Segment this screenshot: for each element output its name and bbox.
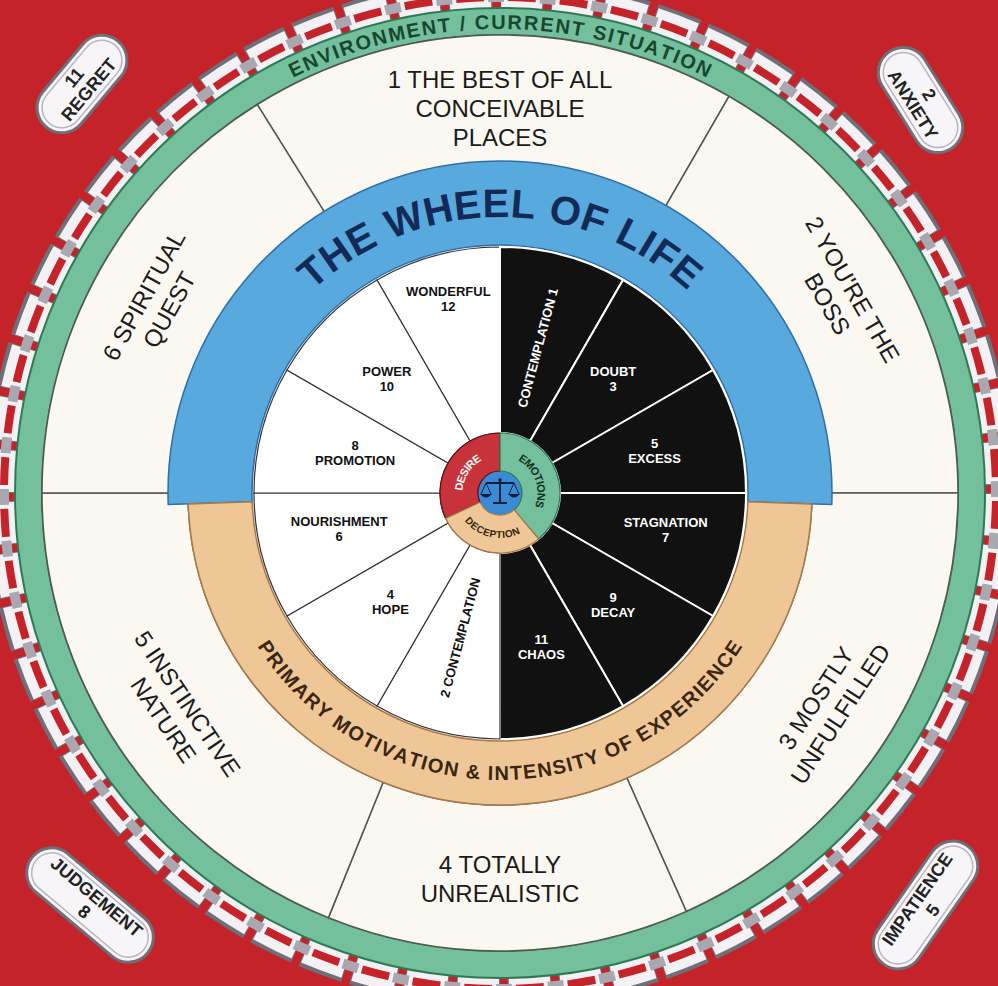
glyph: / — [459, 13, 466, 33]
shape-fill — [500, 545, 623, 739]
chain-link: JUDGEMENT 8 — [14, 835, 167, 975]
text-holder: 9 DECAY — [591, 591, 635, 621]
glyph: R — [523, 13, 539, 34]
sector-label: WONDERFUL 12 — [406, 285, 490, 315]
region-label: 1 THE BEST OF ALL CONCEIVABLE PLACES — [370, 66, 630, 152]
link-body — [868, 38, 971, 162]
link-body — [16, 838, 163, 973]
glyph: E — [452, 183, 483, 226]
text-holder: 4 HOPE — [372, 588, 409, 618]
link-sheen — [34, 32, 130, 136]
glyph: N — [494, 763, 509, 783]
sector-label: NOURISHMENT 6 — [291, 515, 388, 545]
text-holder: 8 PROMOTION — [315, 439, 395, 469]
chain-ring — [4, 0, 996, 986]
glyph — [466, 13, 473, 33]
glyph: R — [507, 12, 522, 32]
text-holder: 4 TOTALLY UNREALISTIC — [395, 851, 605, 909]
shape-fill — [552, 370, 746, 493]
sector-label: DOUBT 3 — [590, 365, 636, 395]
chain-link: 2 ANXIETY — [866, 35, 975, 165]
link-sheen — [870, 838, 980, 972]
chain-link: IMPATIENCE 5 — [860, 828, 990, 981]
text-holder: NOURISHMENT 6 — [291, 515, 388, 545]
text-holder: DOUBT 3 — [590, 365, 636, 395]
glyph: U — [491, 12, 506, 32]
shape-fill — [257, 35, 729, 228]
sector-label: STAGNATION 7 — [624, 516, 708, 546]
link-sheen — [24, 845, 157, 966]
sector-label: 8 PROMOTION — [315, 439, 395, 469]
glyph: T — [437, 15, 452, 36]
text-holder: WONDERFUL 12 — [406, 285, 490, 315]
glyph: & — [465, 761, 481, 782]
shape-fill — [15, 8, 985, 978]
text-holder: POWER 10 — [362, 365, 411, 395]
text-holder: 1 THE BEST OF ALL CONCEIVABLE PLACES — [370, 66, 630, 152]
text-holder: 11 CHAOS — [518, 633, 565, 663]
sector-label: POWER 10 — [362, 365, 411, 395]
glyph: N — [554, 15, 571, 37]
link-sheen — [875, 45, 965, 155]
text-holder: 5 EXCESS — [628, 437, 681, 467]
shape-fill — [446, 502, 539, 553]
glyph: T — [496, 530, 502, 540]
glyph: E — [522, 761, 537, 782]
shape-fill — [254, 493, 448, 616]
glyph: E — [539, 14, 554, 35]
sector-label: 5 EXCESS — [628, 437, 681, 467]
glyph: T — [509, 762, 522, 783]
shape-fill — [440, 433, 500, 518]
glyph: O — [535, 484, 547, 494]
glyph — [481, 762, 488, 782]
sector-label: 4 HOPE — [372, 588, 409, 618]
link-body — [27, 25, 137, 143]
glyph: E — [482, 183, 509, 223]
sector-label: 9 DECAY — [591, 591, 635, 621]
link-body — [863, 831, 987, 978]
glyph: N — [420, 16, 437, 38]
chain-link: 11 REGRET — [24, 22, 140, 146]
shape-fill — [287, 280, 470, 463]
glyph: I — [487, 763, 493, 783]
glyph: L — [510, 183, 538, 225]
text-holder: STAGNATION 7 — [624, 516, 708, 546]
shape-fill — [42, 35, 958, 951]
region-label: 4 TOTALLY UNREALISTIC — [395, 851, 605, 909]
sector-label: 11 CHAOS — [518, 633, 565, 663]
glyph: C — [474, 12, 489, 33]
